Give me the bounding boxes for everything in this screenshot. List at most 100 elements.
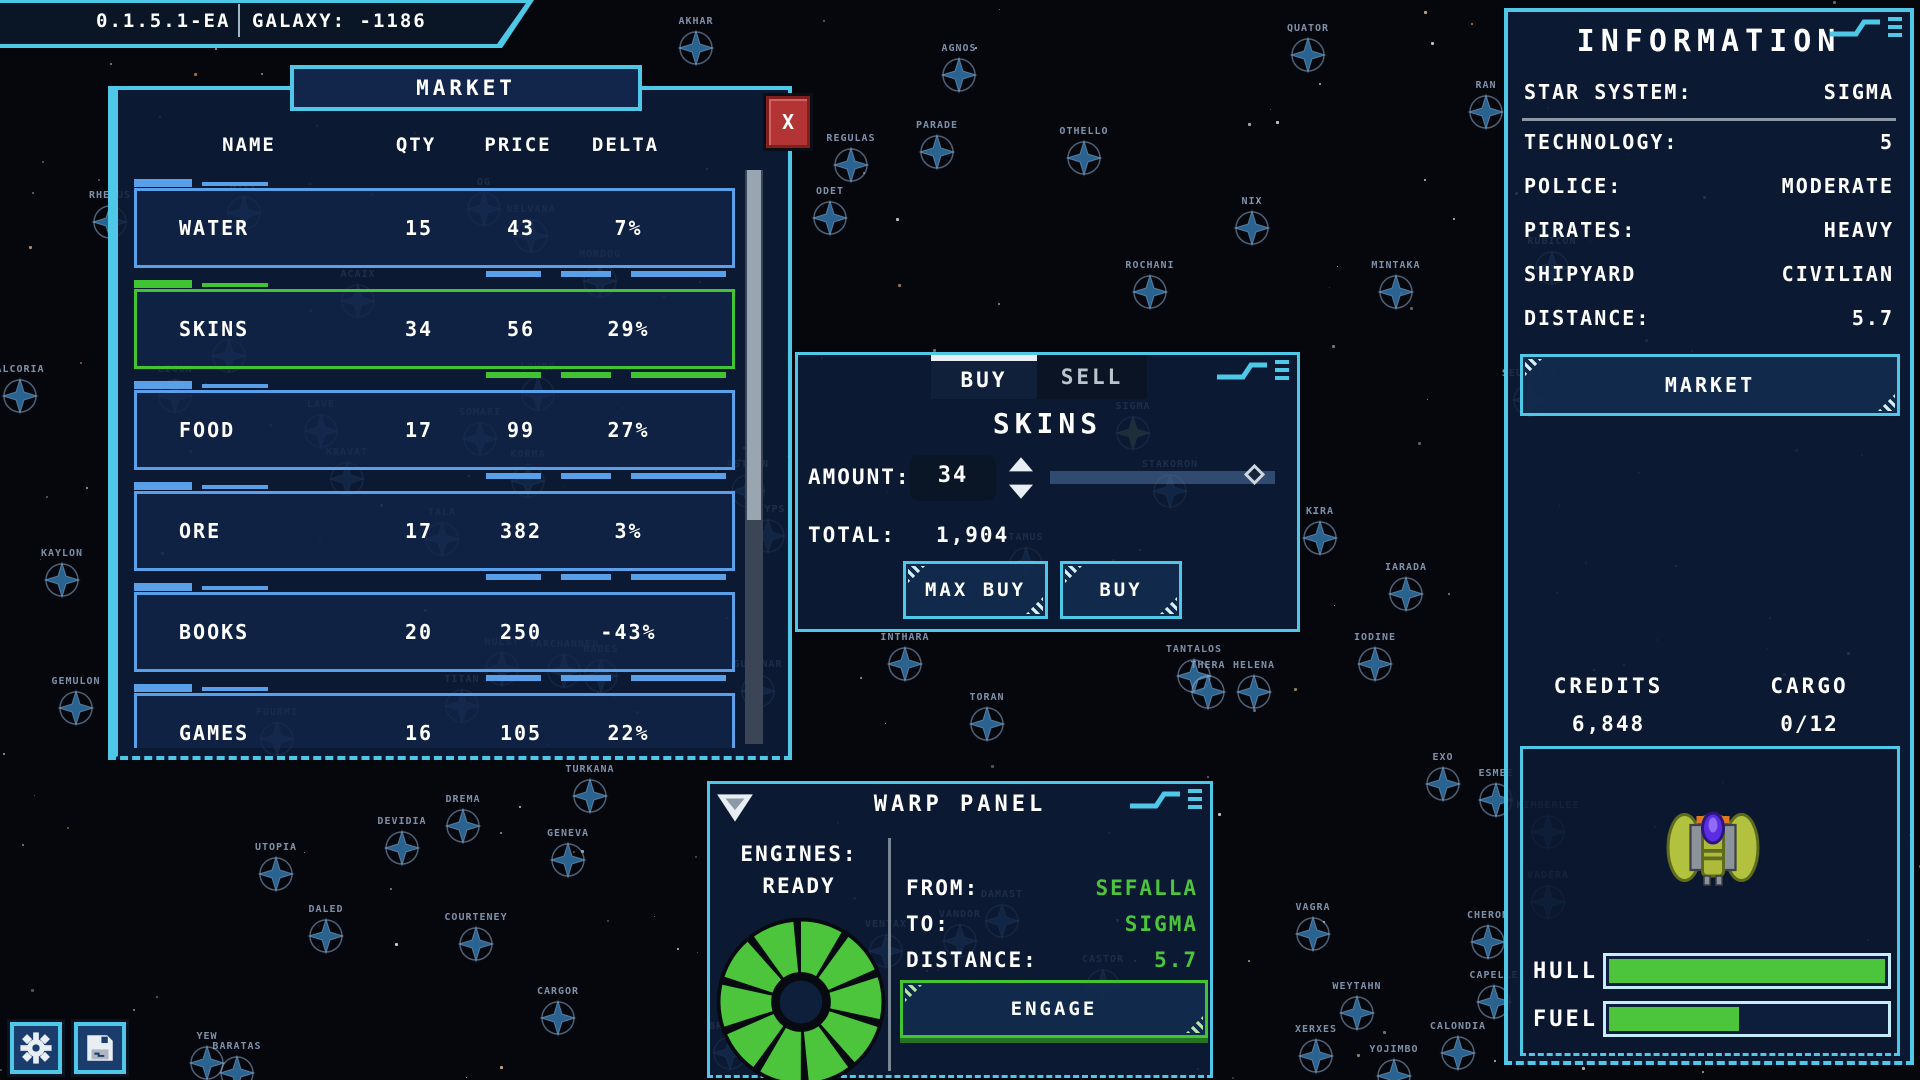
close-market-button[interactable]: X [763, 93, 813, 151]
info-label: SHIPYARD [1524, 262, 1637, 286]
star-system[interactable]: ROCHANI [1125, 260, 1174, 312]
open-market-label: MARKET [1664, 373, 1756, 397]
collapse-panel-icon[interactable] [715, 789, 755, 827]
star-system[interactable]: YOJIMBO [1369, 1044, 1418, 1080]
star-system-name: THERA [1190, 660, 1226, 671]
star-system-name: NIX [1241, 196, 1263, 207]
market-scrollbar-handle[interactable] [747, 170, 761, 520]
market-scrollbar[interactable] [745, 170, 763, 744]
star-dot [466, 1077, 468, 1079]
market-row-skins[interactable]: SKINS 34 56 29% [134, 280, 735, 378]
star-dot [860, 677, 862, 679]
commodity-delta: -43% [600, 620, 657, 644]
star-dot [40, 559, 42, 561]
star-system[interactable]: KIRA [1300, 506, 1340, 558]
tab-sell[interactable]: SELL [1037, 355, 1147, 399]
star-system[interactable]: ALCORIA [0, 364, 44, 416]
star-system[interactable]: ODET [810, 186, 850, 238]
star-system[interactable]: CALONDIA [1430, 1021, 1485, 1073]
star-system-icon [539, 999, 577, 1037]
warp-panel-title: WARP PANEL [873, 792, 1047, 817]
star-system[interactable]: DEVIDIA [377, 816, 426, 868]
star-system[interactable]: NIX [1232, 196, 1272, 248]
amount-stepper[interactable] [1006, 455, 1036, 501]
topbar-divider [238, 4, 240, 37]
star-system[interactable]: AKHAR [676, 16, 716, 68]
star-dot [975, 47, 977, 49]
info-label: PIRATES: [1524, 218, 1637, 242]
star-system[interactable]: WEYTAHN [1332, 981, 1381, 1033]
star-system[interactable]: GEMULON [51, 676, 100, 728]
star-system[interactable]: TORAN [967, 692, 1007, 744]
save-button[interactable] [71, 1019, 129, 1077]
star-dot [1453, 218, 1456, 221]
star-system[interactable]: THERA [1188, 660, 1228, 712]
open-market-button[interactable]: MARKET [1520, 354, 1900, 416]
star-system[interactable]: XERXES [1295, 1024, 1336, 1076]
star-system[interactable]: GENEVA [547, 828, 588, 880]
star-system[interactable]: EXO [1423, 752, 1463, 804]
market-row-water[interactable]: WATER 15 43 7% [134, 179, 735, 277]
tab-buy[interactable]: BUY [931, 355, 1037, 399]
star-system[interactable]: IARADA [1385, 562, 1426, 614]
star-dot [1232, 1077, 1235, 1080]
commodity-name: FOOD [179, 418, 236, 442]
star-system[interactable]: CHERON [1467, 910, 1508, 962]
info-label: STAR SYSTEM: [1524, 80, 1693, 104]
star-system-name: KAYLON [40, 548, 84, 559]
engage-button[interactable]: ENGAGE [900, 980, 1208, 1038]
star-system[interactable]: TURKANA [565, 764, 614, 816]
market-row-food[interactable]: FOOD 17 99 27% [134, 381, 735, 479]
star-system[interactable]: UTOPIA [255, 842, 296, 894]
buy-button[interactable]: BUY [1060, 561, 1182, 619]
star-system[interactable]: MINTAKA [1371, 260, 1420, 312]
star-dot [110, 63, 112, 65]
col-delta: DELTA [591, 134, 660, 156]
star-system[interactable]: IODINE [1354, 632, 1395, 684]
star-system-icon [257, 855, 295, 893]
star-system-name: VAGRA [1295, 902, 1331, 913]
star-system[interactable]: KAYLON [41, 548, 82, 600]
info-value: 5 [1879, 130, 1894, 154]
commodity-name: SKINS [179, 317, 250, 341]
star-system-name: QUATOR [1286, 23, 1330, 34]
market-row-ore[interactable]: ORE 17 382 3% [134, 482, 735, 580]
star-system[interactable]: CARGOR [537, 986, 578, 1038]
panel-corner-decoration [1217, 360, 1289, 380]
star-system[interactable]: REGULAS [826, 133, 875, 185]
star-system[interactable]: YEW [187, 1031, 227, 1080]
market-row-books[interactable]: BOOKS 20 250 -43% [134, 583, 735, 681]
star-system[interactable]: VAGRA [1293, 902, 1333, 954]
star-system[interactable]: RAN [1466, 80, 1506, 132]
star-system[interactable]: PARADE [916, 120, 957, 172]
star-system[interactable]: OTHELLO [1059, 126, 1108, 178]
star-system[interactable]: COURTENEY [444, 912, 507, 964]
star-system[interactable]: INTHARA [880, 632, 929, 684]
star-dot [998, 303, 1000, 305]
warp-distance-value: 5.7 [1154, 948, 1198, 972]
commodity-delta: 29% [607, 317, 650, 341]
max-buy-button[interactable]: MAX BUY [903, 561, 1048, 619]
star-system-name: REGULAS [826, 133, 876, 144]
star-system[interactable]: AGNOS [939, 43, 979, 95]
market-row-games[interactable]: GAMES 16 105 22% [134, 684, 735, 748]
star-system[interactable]: QUATOR [1287, 23, 1328, 75]
info-row: POLICE: MODERATE [1524, 170, 1894, 202]
star-system-icon [57, 689, 95, 727]
engine-charge-gauge [711, 912, 891, 1080]
star-system-name: IARADA [1384, 562, 1428, 573]
amount-input[interactable]: 34 [910, 455, 996, 501]
settings-button[interactable] [7, 1019, 65, 1077]
star-system[interactable]: BARATAS [212, 1041, 261, 1080]
star-dot [133, 1009, 135, 1011]
star-system[interactable]: DREMA [443, 794, 483, 846]
star-system[interactable]: HELENA [1233, 660, 1274, 712]
amount-slider[interactable] [1050, 463, 1275, 486]
amount-slider-handle[interactable] [1243, 463, 1266, 486]
star-system-name: WEYTAHN [1332, 981, 1382, 992]
star-dot [885, 723, 887, 725]
star-system-name: COURTENEY [444, 912, 508, 923]
star-system-icon [1387, 575, 1425, 613]
star-system[interactable]: DALED [306, 904, 346, 956]
